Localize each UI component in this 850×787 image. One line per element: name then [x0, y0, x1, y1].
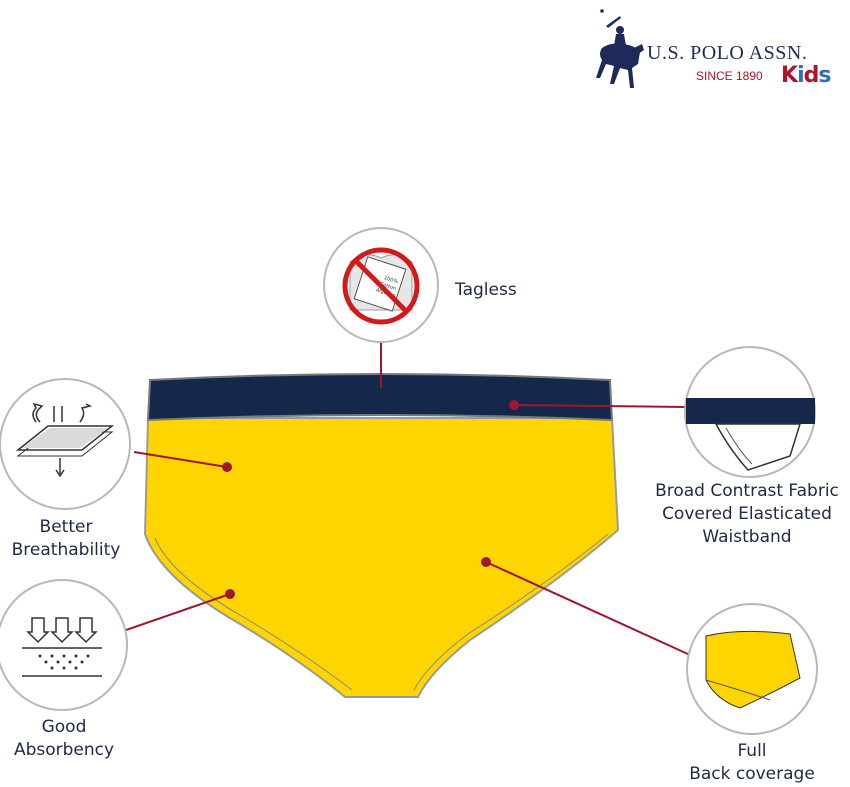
tag-text-2: Cotton — [379, 281, 397, 292]
brand-since: SINCE 1890 — [696, 69, 763, 83]
absorbency-icon — [0, 579, 128, 711]
pointer-coverage-dot — [481, 557, 491, 567]
tagless-label: Tagless — [455, 280, 517, 300]
coverage-label: Full Back coverage — [672, 740, 832, 786]
pointer-breathability — [133, 451, 228, 468]
absorbency-label: Good Absorbency — [0, 716, 128, 762]
brand-name: U.S. POLO ASSN. — [647, 42, 808, 64]
brief-body — [143, 417, 620, 698]
pointer-breathability-dot — [222, 462, 232, 472]
breathability-label-line-1: Better — [39, 517, 93, 537]
pointer-absorbency-dot — [225, 589, 235, 599]
brand-logo: U.S. POLO ASSN. SINCE 1890 Kids — [590, 8, 840, 108]
pointer-coverage — [485, 561, 691, 656]
tagless-icon: 100% Cotton Algodon — [323, 227, 439, 343]
waistband-label-line-1: Broad Contrast Fabric — [655, 481, 839, 501]
breathability-label: Better Breathability — [2, 516, 130, 562]
stitch-left — [154, 537, 353, 691]
breathability-icon — [0, 378, 131, 510]
pointer-absorbency — [125, 593, 231, 631]
kids-letter-i: i — [797, 63, 804, 88]
waistband-label: Broad Contrast Fabric Covered Elasticate… — [644, 480, 850, 549]
pointer-waistband-dot — [509, 400, 519, 410]
absorbency-label-line-2: Absorbency — [13, 740, 115, 760]
coverage-label-line-2: Back coverage — [689, 764, 815, 784]
waistband-detail-icon — [684, 346, 816, 478]
breathability-label-line-2: Breathability — [11, 540, 121, 560]
pointer-waistband — [513, 404, 687, 408]
tag-text-1: 100% — [383, 275, 399, 285]
kids-letter-s: s — [818, 63, 831, 88]
brief-waistband — [146, 373, 614, 422]
kids-letter-d: d — [803, 63, 820, 88]
kids-letter-k: K — [781, 63, 798, 88]
polo-player-icon — [596, 9, 644, 88]
waistband-label-line-3: Waistband — [702, 527, 792, 547]
absorbency-label-line-1: Good — [41, 717, 87, 737]
back-coverage-icon — [686, 603, 818, 735]
brand-kids: Kids — [781, 63, 831, 88]
stitch-right — [413, 533, 609, 691]
coverage-label-line-1: Full — [737, 741, 767, 761]
waistband-label-line-2: Covered Elasticated — [662, 504, 832, 524]
